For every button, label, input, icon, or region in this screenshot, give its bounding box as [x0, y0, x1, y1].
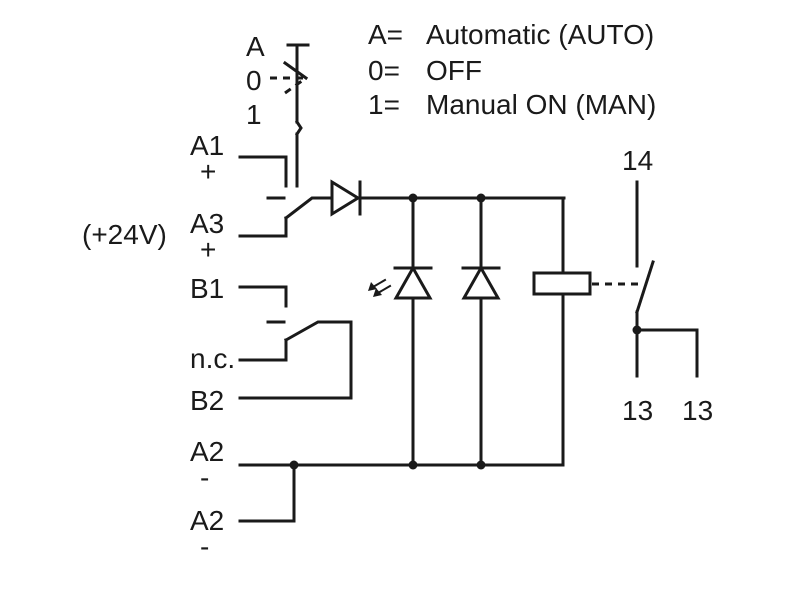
terminal-nc-label: n.c. — [190, 343, 235, 374]
terminal-a2-top-sign: - — [200, 462, 209, 493]
junction-dot — [476, 460, 486, 470]
legend: A= Automatic (AUTO) 0= OFF 1= Manual ON … — [368, 19, 656, 120]
led-triangle — [393, 264, 433, 300]
series-diode — [330, 179, 566, 217]
junction-dot — [408, 460, 418, 470]
b1-wire — [238, 285, 288, 308]
terminal-a2-bottom-label: A2 — [190, 505, 224, 536]
a1-a3-contact — [238, 155, 334, 238]
legend-key-auto: A= — [368, 19, 403, 50]
selector-label-1: 1 — [246, 99, 262, 130]
relay-coil — [532, 196, 642, 467]
contact-13a-label: 13 — [622, 395, 653, 426]
a2-bottom-wire — [238, 463, 296, 523]
output-contact: 14 13 13 — [622, 145, 713, 426]
terminal-a1-sign: + — [200, 156, 216, 187]
light-emission-icon — [368, 278, 392, 297]
coil-rect — [532, 271, 592, 296]
nc-wire — [238, 338, 288, 362]
selector-switch: A 0 1 — [246, 31, 310, 188]
negative-bus — [238, 463, 565, 523]
led-branch — [368, 196, 433, 467]
freewheel-triangle — [461, 264, 501, 300]
b2-switch-wire — [238, 320, 353, 400]
a3-wire — [238, 216, 288, 238]
junction-dot — [408, 193, 418, 203]
terminal-b1-label: B1 — [190, 273, 224, 304]
supply-voltage-label: (+24V) — [82, 219, 167, 250]
terminal-a3-sign: + — [200, 234, 216, 265]
selector-shaft-wiggle — [294, 119, 303, 137]
junction-dot — [476, 193, 486, 203]
terminal-a1-label: A1 — [190, 130, 224, 161]
terminal-labels: A1 + A3 + (+24V) B1 n.c. B2 A2 - A2 - — [82, 130, 235, 562]
contact-13b-label: 13 — [682, 395, 713, 426]
legend-text-man: Manual ON (MAN) — [426, 89, 656, 120]
legend-text-off: OFF — [426, 55, 482, 86]
output-switch-blade — [635, 260, 655, 314]
contact-13b-wire — [635, 328, 699, 378]
a1-wire — [238, 155, 288, 188]
freewheel-diode-branch — [461, 196, 501, 467]
junction-dot — [289, 460, 299, 470]
b-contact — [238, 285, 353, 400]
terminal-b2-label: B2 — [190, 385, 224, 416]
terminal-a2-top-label: A2 — [190, 436, 224, 467]
terminal-a2-bottom-sign: - — [200, 531, 209, 562]
selector-label-0: 0 — [246, 65, 262, 96]
selector-position-a — [282, 60, 309, 81]
a3-switch-blade — [283, 196, 334, 221]
legend-text-auto: Automatic (AUTO) — [426, 19, 654, 50]
selector-position-1 — [284, 76, 307, 95]
selector-label-a: A — [246, 31, 265, 62]
terminal-a3-label: A3 — [190, 208, 224, 239]
series-diode-triangle — [330, 179, 361, 217]
junction-dot — [632, 325, 642, 335]
contact-14-label: 14 — [622, 145, 653, 176]
legend-key-off: 0= — [368, 55, 400, 86]
junction-dots — [289, 193, 642, 470]
legend-key-man: 1= — [368, 89, 400, 120]
